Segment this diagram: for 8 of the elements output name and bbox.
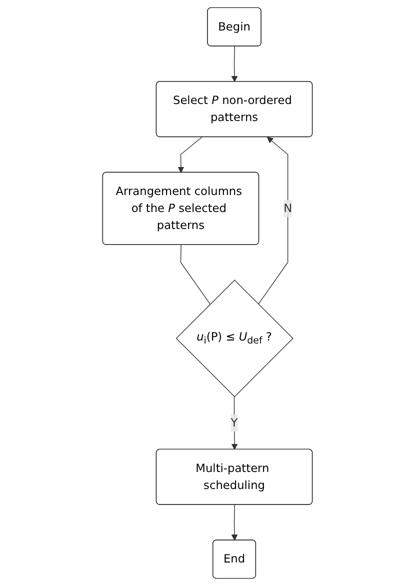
connector — [180, 244, 210, 305]
arrow — [258, 136, 288, 305]
node-diamond: u$_{i}$(P) ≤ U$_{def}$ ? — [175, 280, 293, 398]
arrow — [177, 136, 202, 173]
edge-label: Y — [230, 416, 238, 430]
edge-label: N — [283, 201, 292, 215]
arrow — [230, 46, 238, 82]
arrow — [230, 504, 238, 541]
